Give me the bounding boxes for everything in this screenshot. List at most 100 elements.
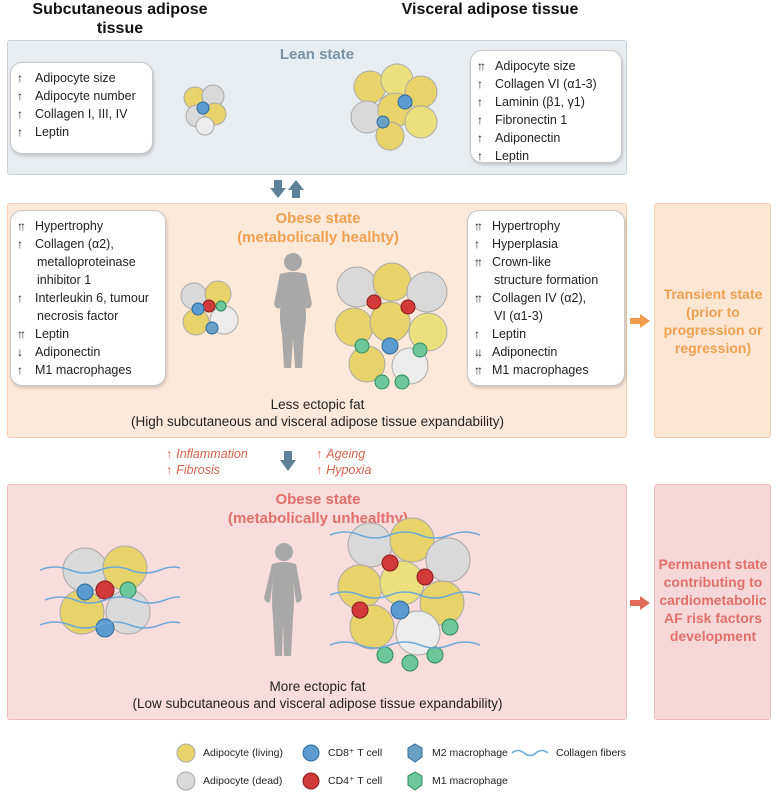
up-arrow-icon: ↑↑ [477,59,486,73]
bullet-item: ↑ Fibronectin 1 [477,111,615,129]
lean-visceral-cluster-icon [350,63,438,151]
legend-cd4: CD4⁺ T cell [300,770,382,792]
up-arrow-icon: ↑ [477,77,483,91]
up-arrow-icon: ↑ [477,113,483,127]
bullet-text: Hyperplasia [492,237,559,251]
legend-adipocyte-living: Adipocyte (living) [175,742,283,764]
bullet-continuation: VI (α1-3) [494,309,543,323]
bullet-text: Adipocyte size [35,71,116,85]
adipocyte-living-icon [176,743,196,763]
bullet-text: Fibronectin 1 [495,113,568,127]
legend-collagen: Collagen fibers [510,742,626,764]
bullet-item: ↑Leptin [17,123,146,141]
up-arrow-icon: ↑↑ [17,327,26,341]
bullet-text: Adiponectin [495,131,561,145]
bullet-text: M1 macrophages [35,363,132,377]
bullet-item: ↑Leptin [474,325,618,343]
adipocyte-cluster [183,84,227,136]
cd4-t-cell-icon [302,772,320,790]
obese-healthy-subcutaneous-cluster-icon [180,280,239,336]
bullet-item: ↑↑ Hypertrophy [474,217,618,235]
legend-adipocyte-dead: Adipocyte (dead) [175,770,282,792]
overweight-person-icon [274,253,312,368]
legend-m1: M1 macrophage [404,770,508,792]
lean-right-box: ↑↑Adipocyte size↑Collagen VI (α1-3)↑Lami… [470,50,622,163]
bullet-item: ↑ Collagen VI (α1-3) [477,75,615,93]
bullet-item: ↓↓ Adiponectin [474,343,618,361]
up-arrow-icon: ↑ [477,131,483,145]
healthy-to-unhealthy-arrow-icon [280,451,296,471]
bullet-item: ↑Interleukin 6, tumour [17,289,159,307]
adipocyte-dead-icon [176,771,196,791]
bullet-item: ↑↑M1 macrophages [474,361,618,379]
bullet-text: Collagen IV (α2), [492,291,587,305]
up-arrow-icon: ↑ [17,107,23,121]
factor-ageing: ↑Ageing [316,447,366,461]
bullet-item: ↑↑ Collagen IV (α2), [474,289,618,307]
down-arrow-icon: ↓ [17,345,23,359]
visceral-header: Visceral adipose tissue [401,1,579,18]
bullet-item: ↓ Adiponectin [17,343,159,361]
bullet-item: ↑ Adiponectin [477,129,615,147]
m1-macrophage-icon [407,771,423,791]
bullet-text: Crown-like [492,255,552,269]
bullet-text: Interleukin 6, tumour [35,291,149,305]
bullet-item: ↑↑ Hypertrophy [17,217,159,235]
lean-state-title: Lean state [279,46,355,63]
up-arrow-icon: ↑ [477,149,483,163]
bullet-item: ↑↑Crown-like [474,253,618,271]
bullet-text: Adipocyte size [495,59,576,73]
up-arrow-icon: ↑ [17,89,23,103]
factor-hypoxia: ↑Hypoxia [316,463,372,477]
down-arrow-icon: ↓↓ [474,345,483,359]
lean-healthy-arrows-icon [270,180,304,198]
bullet-item: ↑ Collagen I, III, IV [17,105,146,123]
permanent-state-text: Permanent state contributing to cardiome… [658,556,768,644]
transient-state-text: Transient state (prior to progression or… [663,286,763,356]
obese-healthy-left-box: ↑↑Hypertrophy↑Collagen (α2),metalloprote… [10,210,166,386]
lean-left-box: ↑Adipocyte size↑Adipocyte number↑Collage… [10,62,153,154]
bullet-continuation: necrosis factor [37,309,119,323]
bullet-text: Collagen (α2), [35,237,114,251]
permanent-arrow-icon [630,596,650,610]
bullet-text: Collagen VI (α1-3) [495,77,597,91]
permanent-state-panel [654,484,771,720]
up-arrow-icon: ↑↑ [17,219,26,233]
bullet-text: Adiponectin [35,345,101,359]
up-arrow-icon: ↑↑ [474,219,483,233]
factor-inflammation: ↑Inflammation [166,447,248,461]
bullet-text: M1 macrophages [492,363,589,377]
transient-state-panel [654,203,771,438]
bullet-item: ↑Laminin (β1, γ1) [477,93,615,111]
bullet-item: ↑↑ Leptin [17,325,159,343]
bullet-item: ↑ Collagen (α2), [17,235,159,253]
bullet-text: Adiponectin [492,345,558,359]
bullet-text: Hypertrophy [492,219,561,233]
person-icon [264,543,302,656]
obese-unhealthy-subcutaneous-cluster-icon [40,545,180,638]
obese-unhealthy-visceral-cluster-icon [330,517,480,672]
up-arrow-icon: ↑ [474,237,480,251]
legend-m2: M2 macrophage [404,742,508,764]
bullet-text: Leptin [35,327,70,341]
obese-unhealthy-caption: More ectopic fat (Low subcutaneous and v… [132,679,503,711]
up-arrow-icon: ↑ [17,71,23,85]
up-arrow-icon: ↑ [17,363,23,377]
bullet-item: ↑Leptin [477,147,615,165]
up-arrow-icon: ↑ [17,237,23,251]
bullet-item: ↑Adipocyte number [17,87,146,105]
bullet-item: ↑ M1 macrophages [17,361,159,379]
bullet-item: ↑↑ Adipocyte size [477,57,615,75]
bullet-text: Leptin [492,327,527,341]
bullet-text: Hypertrophy [35,219,104,233]
obese-healthy-caption: Less ectopic fat (High subcutaneous and … [131,397,504,429]
bullet-text: Leptin [35,125,70,139]
bullet-continuation: structure formation [494,273,599,287]
obese-unhealthy-title: Obese state (metabolically unhealthy) [227,491,409,527]
m2-macrophage-icon [407,743,423,763]
up-arrow-icon: ↑↑ [474,291,483,305]
up-arrow-icon: ↑ [477,95,483,109]
cd8-t-cell-icon [302,744,320,762]
bullet-text: Collagen I, III, IV [35,107,128,121]
